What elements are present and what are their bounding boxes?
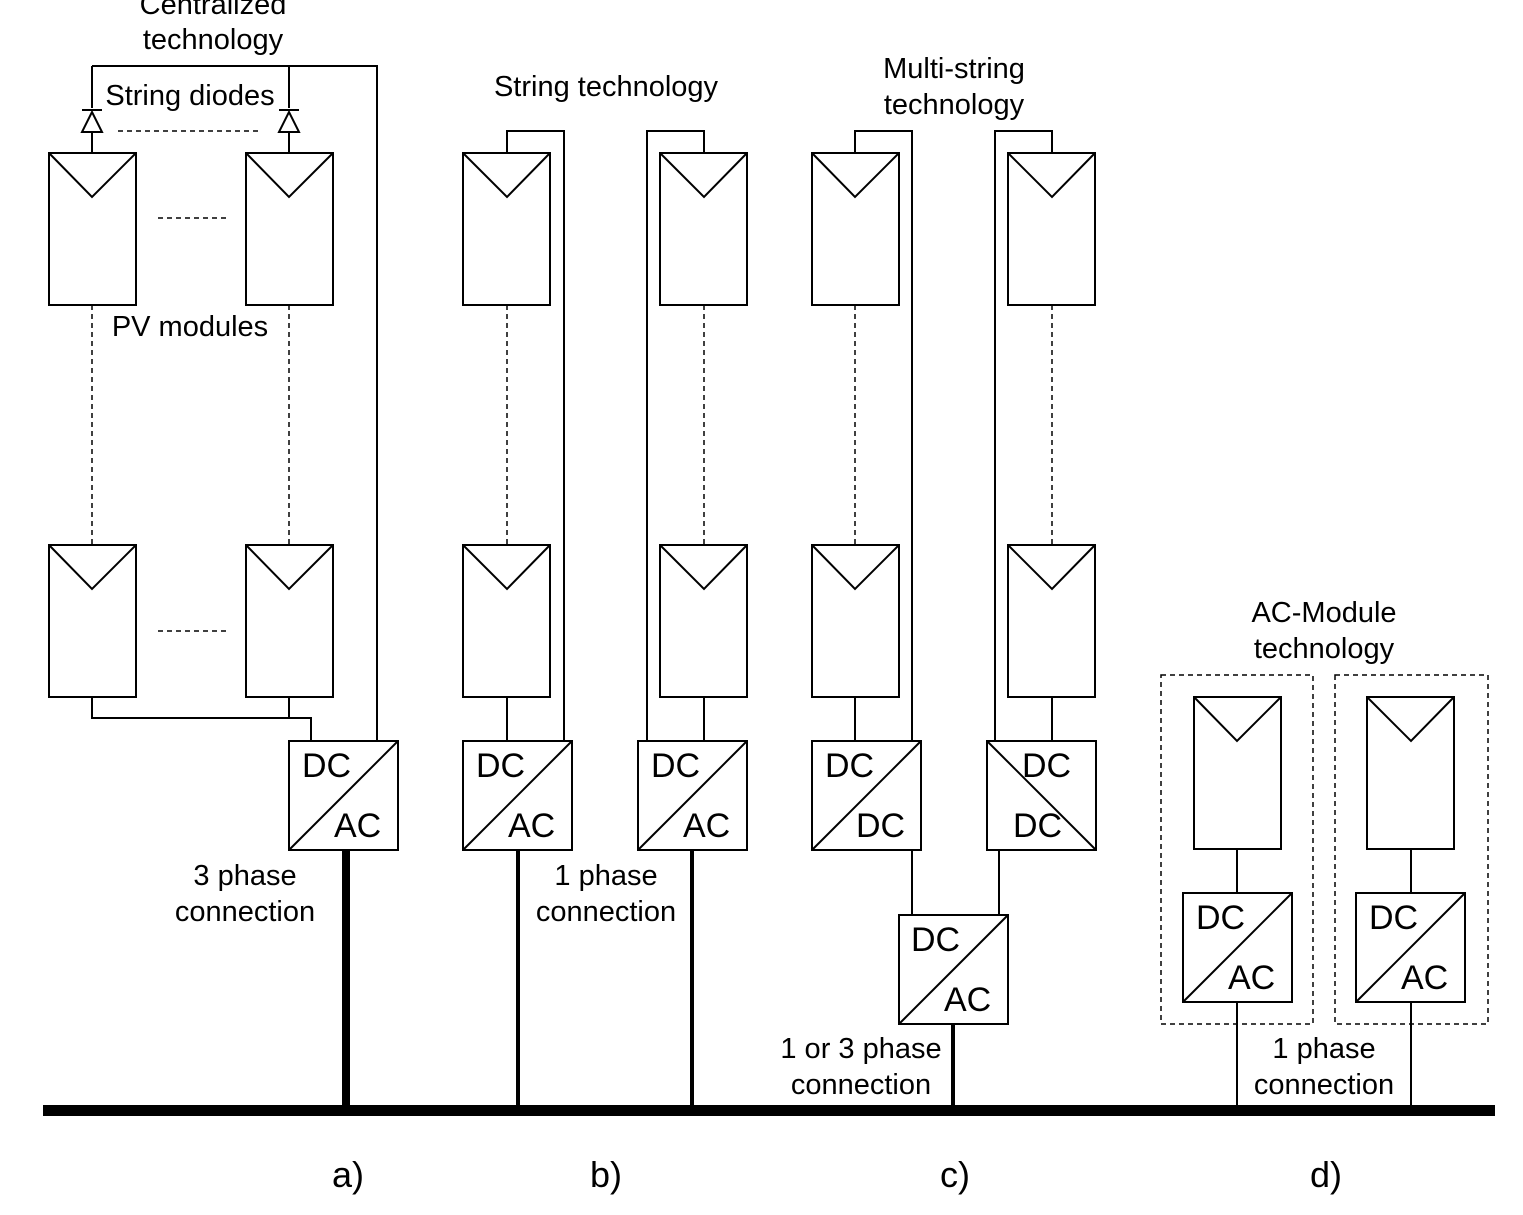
- inverter-ac-label: AC: [683, 807, 730, 845]
- string1-return-wire: [854, 130, 913, 741]
- pv-module-icon: [1193, 696, 1282, 850]
- inverter-ac-label: AC: [508, 807, 555, 845]
- string-section: String technology DC AC: [462, 71, 748, 1110]
- string1-return-wire: [506, 130, 565, 741]
- inverter-dc-label: DC: [651, 747, 700, 785]
- pv-module-icon: [659, 544, 748, 698]
- dc-dc-converter-icon: DC DC: [811, 740, 922, 851]
- pv-module-icon: [659, 152, 748, 306]
- inverter-dc-label: DC: [302, 747, 351, 785]
- pv-modules-label: PV modules: [112, 311, 268, 343]
- inverter-ac-label: AC: [334, 807, 381, 845]
- inverter-dc-label: DC: [911, 921, 960, 959]
- dc-ac-inverter-icon: DC AC: [1182, 892, 1293, 1003]
- part-label-b: b): [590, 1154, 622, 1195]
- inverter-ac-label: AC: [944, 981, 991, 1019]
- string2-return-wire: [994, 130, 1053, 741]
- three-phase-label-line2: connection: [175, 896, 315, 928]
- centralized-negative-wire: [91, 697, 312, 741]
- acmodule-title-line2: technology: [1254, 633, 1395, 665]
- pv-module-icon: [462, 152, 551, 306]
- pv-module-icon: [811, 544, 900, 698]
- converter-dc-in-label: DC: [1022, 747, 1071, 785]
- part-label-d: d): [1310, 1154, 1342, 1195]
- centralized-title-line2: technology: [143, 24, 284, 56]
- dc-dc-converter-icon: DC DC: [986, 740, 1097, 851]
- pv-module-icon: [48, 544, 137, 698]
- string-diode-icon: [80, 109, 104, 153]
- dc-ac-inverter-icon: DC AC: [637, 740, 748, 851]
- pv-module-icon: [1007, 544, 1096, 698]
- pv-module-icon: [462, 544, 551, 698]
- part-label-c: c): [940, 1154, 970, 1195]
- inverter-dc-label: DC: [476, 747, 525, 785]
- converter-dc-out-label: DC: [1013, 807, 1062, 845]
- string2-return-wire: [646, 130, 705, 741]
- string-diode-icon: [277, 109, 301, 153]
- dc-ac-inverter-icon: DC AC: [1355, 892, 1466, 1003]
- one-or-three-phase-label-line2: connection: [791, 1069, 931, 1101]
- multistring-title-line1: Multi-string: [883, 53, 1025, 85]
- converter-dc-out-label: DC: [856, 807, 905, 845]
- centralized-section: Centralized technology String diodes: [48, 0, 399, 1110]
- string-diodes-label: String diodes: [105, 80, 274, 112]
- inverter-ac-label: AC: [1401, 959, 1448, 997]
- three-phase-label-line1: 3 phase: [193, 860, 296, 892]
- dc-ac-inverter-icon: DC AC: [462, 740, 573, 851]
- string-technology-title: String technology: [494, 71, 719, 103]
- pv-module-icon: [1366, 696, 1455, 850]
- one-or-three-phase-label-line1: 1 or 3 phase: [780, 1033, 941, 1065]
- acmodule-section: AC-Module technology DC AC DC AC: [1160, 597, 1489, 1110]
- multistring-title-line2: technology: [884, 89, 1025, 121]
- one-phase-label-line1: 1 phase: [1272, 1033, 1375, 1065]
- inverter-dc-label: DC: [1196, 899, 1245, 937]
- pv-module-icon: [245, 152, 334, 306]
- pv-module-icon: [1007, 152, 1096, 306]
- centralized-positive-wire: [92, 65, 378, 741]
- dc-ac-inverter-icon: DC AC: [288, 740, 399, 851]
- one-phase-label-line2: connection: [536, 896, 676, 928]
- dc-ac-inverter-icon: DC AC: [898, 914, 1009, 1025]
- pv-module-icon: [245, 544, 334, 698]
- acmodule-title-line1: AC-Module: [1251, 597, 1396, 629]
- pv-module-icon: [811, 152, 900, 306]
- one-phase-label-line2: connection: [1254, 1069, 1394, 1101]
- multistring-section: Multi-string technology DC DC: [780, 53, 1097, 1110]
- pv-module-icon: [48, 152, 137, 306]
- part-label-a: a): [332, 1154, 364, 1195]
- inverter-dc-label: DC: [1369, 899, 1418, 937]
- grid-bus: [43, 1105, 1495, 1116]
- converter-dc-in-label: DC: [825, 747, 874, 785]
- inverter-ac-label: AC: [1228, 959, 1275, 997]
- one-phase-label-line1: 1 phase: [554, 860, 657, 892]
- centralized-title-line1: Centralized: [140, 0, 287, 21]
